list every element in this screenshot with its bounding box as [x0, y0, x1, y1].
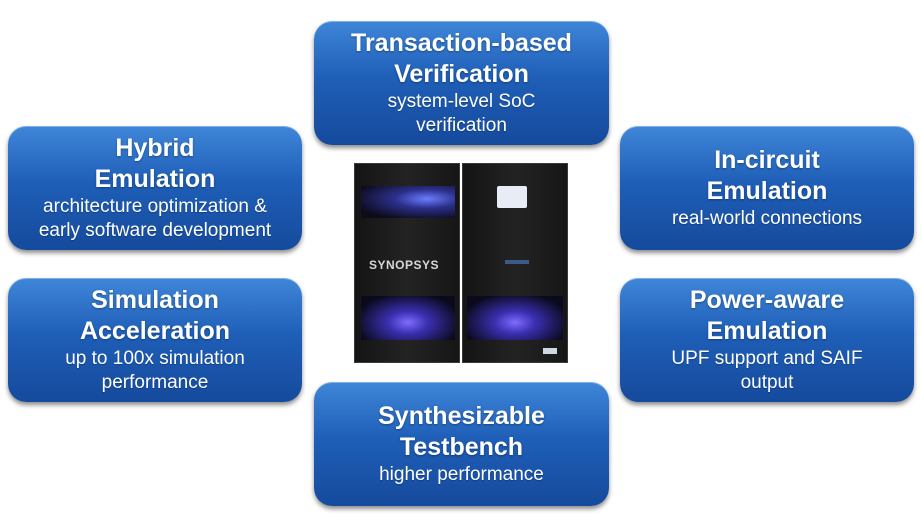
box-subtitle: verification — [416, 115, 507, 136]
box-subtitle: output — [740, 372, 794, 393]
left-cabinet: SYNOPSYS — [354, 163, 460, 363]
right-cabinet — [462, 163, 568, 363]
brand-logo: SYNOPSYS — [369, 258, 440, 272]
box-subtitle: early software development — [38, 220, 272, 241]
box-title: Synthesizable — [378, 402, 545, 430]
cabinet-label — [505, 260, 529, 264]
box-subtitle: system-level SoC — [387, 91, 536, 112]
box-subtitle: performance — [101, 372, 209, 393]
box-title: Testbench — [399, 433, 524, 461]
synthesizable-testbench-box: Synthesizable Testbench higher performan… — [314, 382, 609, 506]
box-title: Power-aware — [689, 286, 845, 314]
emulator-hardware-image: SYNOPSYS — [354, 163, 568, 363]
box-title: Acceleration — [79, 317, 231, 345]
cabinet-badge — [543, 348, 557, 354]
in-circuit-emulation-box: In-circuit Emulation real-world connecti… — [620, 126, 914, 250]
box-subtitle: higher performance — [379, 464, 544, 485]
box-title: Emulation — [706, 177, 828, 205]
box-subtitle: architecture optimization & — [43, 196, 267, 217]
cabinet-display-panel — [497, 186, 527, 208]
transaction-based-verification-box: Transaction-based Verification system-le… — [314, 21, 609, 145]
box-subtitle: UPF support and SAIF — [671, 348, 863, 369]
box-title: Verification — [394, 60, 529, 88]
box-title: Emulation — [706, 317, 828, 345]
box-subtitle: real-world connections — [671, 208, 863, 229]
cabinet-light — [467, 296, 563, 340]
box-subtitle: up to 100x simulation — [65, 348, 245, 369]
box-title: In-circuit — [714, 146, 820, 174]
cabinet-light — [361, 296, 455, 340]
simulation-acceleration-box: Simulation Acceleration up to 100x simul… — [8, 278, 302, 402]
box-title: Hybrid — [115, 134, 195, 162]
box-title: Emulation — [94, 165, 216, 193]
box-title: Transaction-based — [351, 29, 572, 57]
hybrid-emulation-box: Hybrid Emulation architecture optimizati… — [8, 126, 302, 250]
power-aware-emulation-box: Power-aware Emulation UPF support and SA… — [620, 278, 914, 402]
cabinet-light — [361, 186, 455, 218]
box-title: Simulation — [91, 286, 219, 314]
